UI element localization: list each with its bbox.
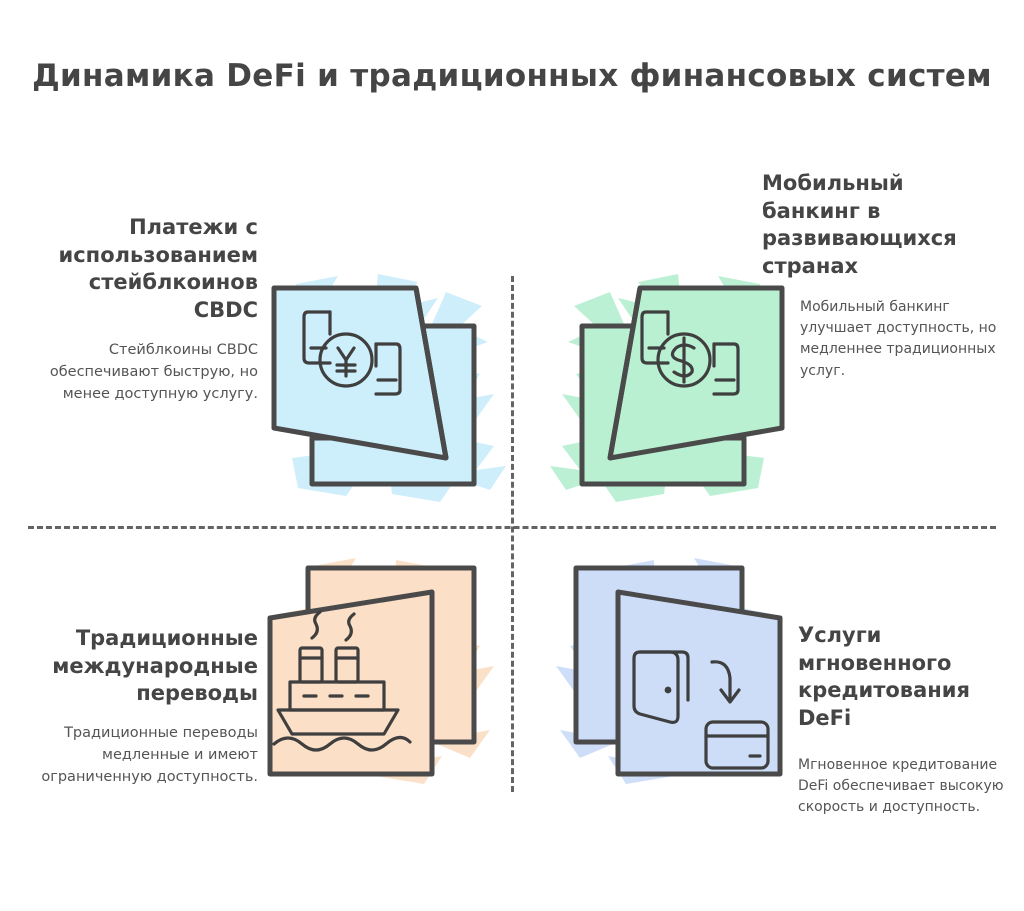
wallet-to-card-icon — [632, 650, 770, 770]
quadrant-heading-bottom-right: Услуги мгновенного кредитования DeFi — [798, 623, 970, 731]
phones-dollar-exchange-icon — [640, 310, 740, 396]
quadrant-body-top-left: Стейблкоины CBDC обеспечивают быструю, н… — [49, 341, 258, 402]
quadrant-text-bottom-left: Традиционные международные переводы Трад… — [36, 625, 258, 788]
card-front-panel-bottom-right — [615, 589, 783, 777]
quadrant-body-top-right: Мобильный банкинг улучшает доступность, … — [800, 298, 997, 379]
illustration-bottom-right — [538, 552, 788, 802]
quadrant-body-bottom-left: Традиционные переводы медленные и имеют … — [41, 725, 258, 786]
quadrant-heading-bottom-left: Традиционные международные переводы — [52, 626, 258, 706]
illustration-top-right — [538, 262, 788, 512]
quadrant-body-bottom-right: Мгновенное кредитование DeFi обеспечивае… — [798, 756, 1004, 816]
divider-vertical — [511, 276, 514, 792]
illustration-top-left — [268, 262, 518, 512]
illustration-bottom-left — [262, 552, 512, 802]
phones-yen-exchange-icon — [302, 310, 402, 396]
quadrant-heading-top-left: Платежи с использованием стейблкоинов CB… — [58, 215, 258, 323]
quadrant-heading-top-right: Мобильный банкинг в развивающихся страна… — [762, 171, 957, 279]
card-front-panel-top-right — [607, 285, 785, 461]
steamship-icon — [272, 610, 412, 752]
quadrant-text-top-right: Мобильный банкинг в развивающихся страна… — [762, 170, 1000, 382]
card-front-panel-top-left — [271, 285, 449, 461]
quadrant-text-bottom-right: Услуги мгновенного кредитования DeFi Мгн… — [798, 622, 1008, 819]
page-title: Динамика DeFi и традиционных финансовых … — [32, 58, 992, 94]
quadrant-text-top-left: Платежи с использованием стейблкоинов CB… — [18, 214, 258, 405]
